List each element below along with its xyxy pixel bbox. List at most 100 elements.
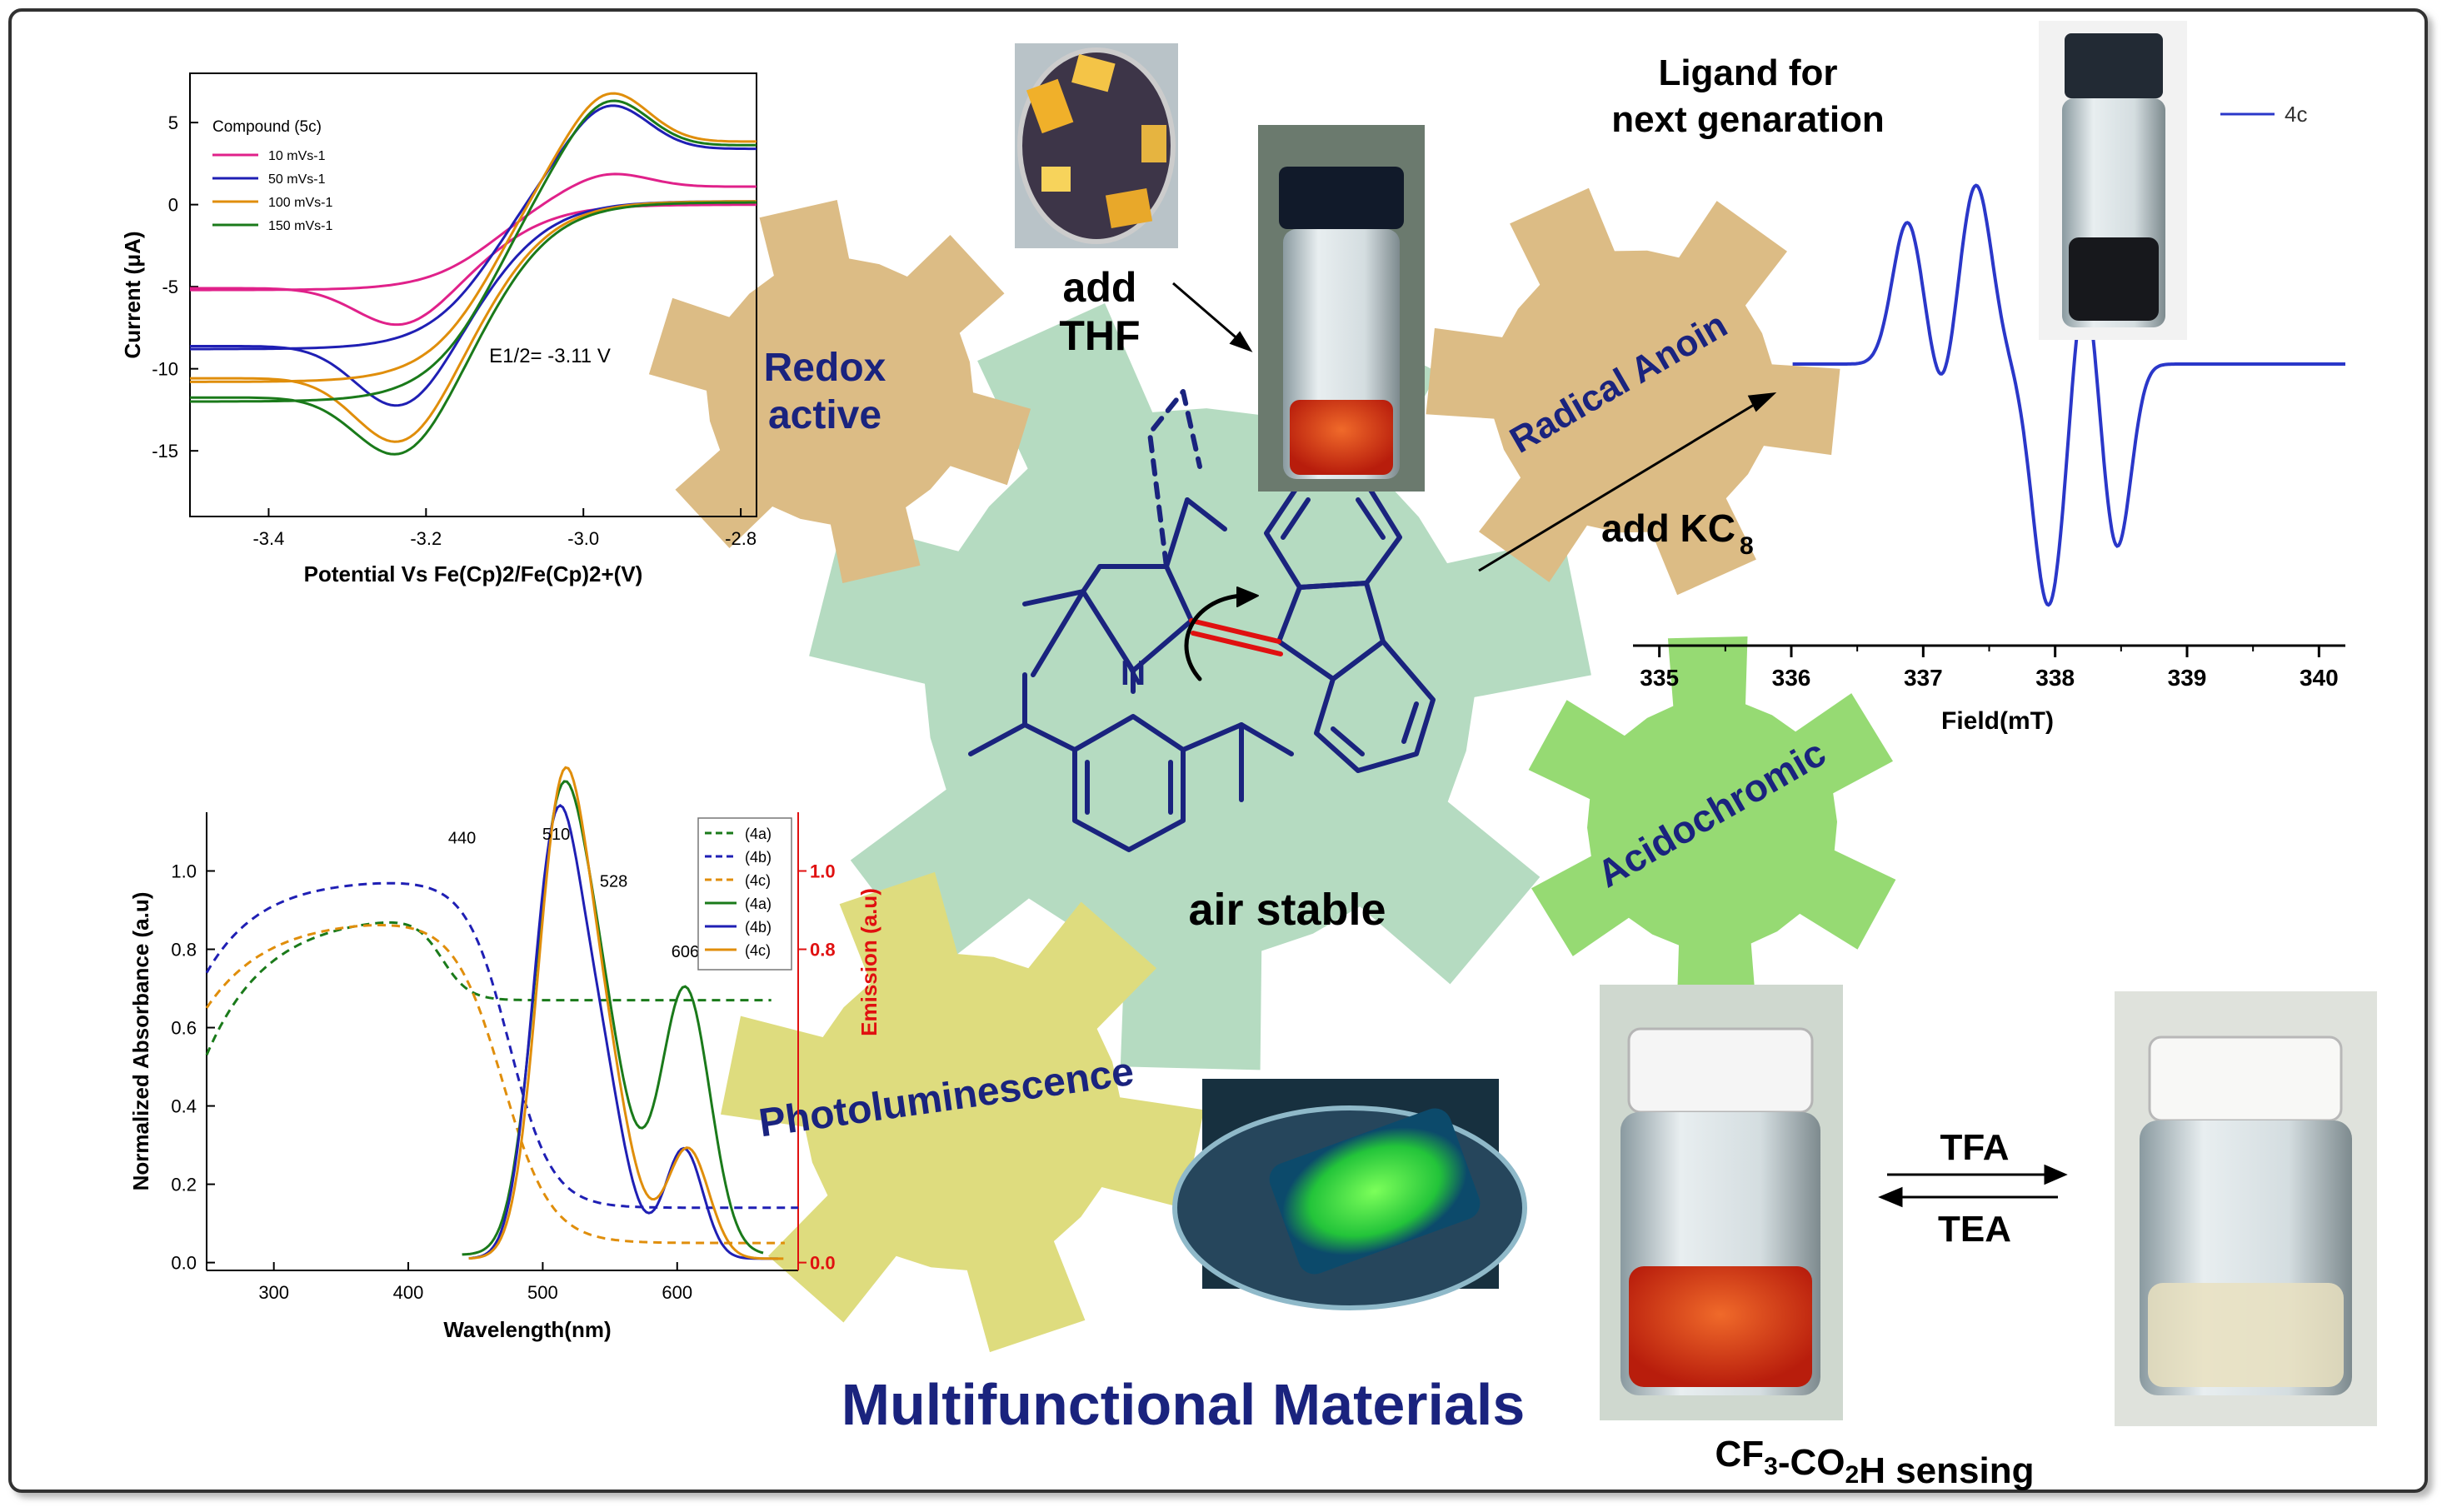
cv-ylabel: Current (μA) bbox=[120, 231, 145, 358]
uv-legend-label: (4b) bbox=[745, 849, 772, 866]
ligand-label: Ligand for next genaration bbox=[1611, 52, 1885, 140]
red-vial-photo bbox=[1600, 985, 1843, 1420]
fluorene-lower-ring bbox=[1314, 639, 1436, 773]
cv-legend-label: 100 mVs-1 bbox=[268, 196, 332, 210]
ipr-2a bbox=[1239, 722, 1294, 756]
cv-annotation: E1/2= -3.11 V bbox=[489, 345, 611, 367]
radical-vial-solution bbox=[2069, 237, 2159, 321]
uv-xlabel: Wavelength(nm) bbox=[443, 1317, 611, 1342]
uv-legend-label: (4a) bbox=[745, 826, 772, 842]
uv-pl-4b bbox=[468, 803, 778, 1260]
epr-legend-label: 4c bbox=[2285, 102, 2307, 127]
thf-vial-cap bbox=[1279, 167, 1404, 229]
cv-xlabel: Potential Vs Fe(Cp)2/Fe(Cp)2+(V) bbox=[304, 561, 643, 586]
add-kc-text: add KC bbox=[1601, 506, 1735, 550]
cv-xtick-label: -2.8 bbox=[725, 528, 757, 549]
fl-db-3 bbox=[1331, 726, 1365, 756]
uv-annotation: 440 bbox=[448, 830, 476, 848]
redox-line-1: Redox bbox=[764, 346, 886, 390]
fl-db-4 bbox=[1401, 701, 1419, 744]
methyl-bond-2 bbox=[1031, 589, 1086, 677]
cv-legend-label: 10 mVs-1 bbox=[268, 149, 326, 163]
nitrogen-atom: N bbox=[1121, 653, 1146, 692]
main-title: Multifunctional Materials bbox=[841, 1372, 1526, 1437]
ipr-1a bbox=[968, 722, 1027, 756]
cv-ytick-label: -10 bbox=[152, 359, 178, 380]
center-gear bbox=[809, 303, 1591, 1070]
tfa-label: TFA bbox=[1940, 1127, 2009, 1168]
cv-ytick-label: 0 bbox=[168, 195, 178, 216]
epr-xtick-label: 335 bbox=[1640, 665, 1679, 691]
epr-xtick-label: 337 bbox=[1904, 665, 1943, 691]
thf-arrow bbox=[1172, 282, 1246, 347]
epr-xtick-label: 340 bbox=[2300, 665, 2339, 691]
ring-arm bbox=[1185, 497, 1227, 531]
air-stable-label: air stable bbox=[1188, 885, 1386, 935]
thf-vial-solution bbox=[1290, 400, 1393, 475]
uv-xtick-label: 600 bbox=[662, 1282, 692, 1303]
cv-ytick-label: -15 bbox=[152, 441, 178, 462]
kc8-subscript: 8 bbox=[1740, 532, 1754, 560]
add-thf-label: add THF bbox=[1059, 264, 1140, 359]
cv-legend-label: 150 mVs-1 bbox=[268, 219, 332, 233]
sensing-label: CF3-CO2H sensing bbox=[1715, 1434, 2035, 1491]
fl-db-1 bbox=[1281, 497, 1311, 540]
cv-xtick-label: -3.2 bbox=[410, 528, 442, 549]
add-thf-line-1: add bbox=[1063, 264, 1137, 311]
fluorene-five-ring bbox=[1276, 581, 1386, 681]
redox-line-2: active bbox=[768, 393, 881, 437]
exocyclic-double-2 bbox=[1191, 631, 1283, 656]
thf-vial-photo bbox=[1258, 125, 1425, 492]
radical-vial-photo bbox=[2039, 21, 2187, 340]
epr-xlabel: Field(mT) bbox=[1941, 707, 2054, 735]
sensing-text: CF3-CO2H sensing bbox=[1715, 1434, 2035, 1491]
uv-annotation: 528 bbox=[600, 872, 627, 891]
add-thf-line-2: THF bbox=[1059, 312, 1140, 359]
ligand-line-2: next genaration bbox=[1611, 99, 1885, 140]
tfa-arrowhead bbox=[2044, 1164, 2068, 1185]
exocyclic-double-1 bbox=[1189, 618, 1281, 644]
crystal bbox=[1105, 187, 1153, 229]
epr-spectrum bbox=[1792, 183, 2345, 607]
gear-layer bbox=[648, 187, 1896, 1353]
epr-xtick-label: 336 bbox=[1772, 665, 1811, 691]
cv-ytick-label: 5 bbox=[168, 112, 178, 133]
uv-legend-label: (4a) bbox=[745, 896, 772, 912]
uv-ytick-label: 0.8 bbox=[171, 940, 197, 961]
rotation-arrow bbox=[1184, 593, 1244, 681]
uv-legend-box bbox=[697, 817, 792, 971]
ch2-bond bbox=[1164, 497, 1190, 569]
uv-ytick-label: 0.0 bbox=[171, 1253, 197, 1274]
kc8-arrowhead bbox=[1747, 392, 1777, 412]
crystal bbox=[1026, 78, 1074, 134]
epr-xtick-label: 339 bbox=[2168, 665, 2207, 691]
uv-xtick-label: 500 bbox=[527, 1282, 558, 1303]
uv-xtick-label: 300 bbox=[258, 1282, 289, 1303]
crystal bbox=[1071, 53, 1116, 92]
ipr-bond-1 bbox=[1022, 722, 1077, 752]
crystal bbox=[1041, 167, 1071, 192]
rotation-arrowhead bbox=[1236, 586, 1259, 607]
uv-legend-label: (4c) bbox=[745, 942, 771, 959]
redox-label: Redox active bbox=[764, 346, 886, 437]
uv-y2tick-label: 0.8 bbox=[810, 940, 836, 961]
uv-annotation: 606 bbox=[672, 943, 699, 961]
uv-legend-label: (4b) bbox=[745, 919, 772, 936]
uv-abs-4c bbox=[205, 924, 785, 1245]
cv-series-reverse bbox=[190, 201, 757, 456]
pyrrolidine-ring bbox=[1081, 564, 1194, 673]
uv-y2tick-label: 0.0 bbox=[810, 1253, 836, 1274]
add-kc8-label: add KC 8 bbox=[1601, 506, 1754, 560]
uv-ytick-label: 1.0 bbox=[171, 861, 197, 882]
clear-vial-solution bbox=[2148, 1283, 2344, 1387]
uv-y2tick-label: 1.0 bbox=[810, 861, 836, 882]
uv-ytick-label: 0.6 bbox=[171, 1018, 197, 1039]
crystals-photo bbox=[1015, 43, 1178, 248]
cv-xtick-label: -3.4 bbox=[252, 528, 284, 549]
tea-arrowhead bbox=[1878, 1186, 1903, 1208]
ipr-bond-2 bbox=[1181, 722, 1244, 752]
cv-plot-frame bbox=[189, 72, 757, 517]
epr-xtick-label: 338 bbox=[2035, 665, 2075, 691]
